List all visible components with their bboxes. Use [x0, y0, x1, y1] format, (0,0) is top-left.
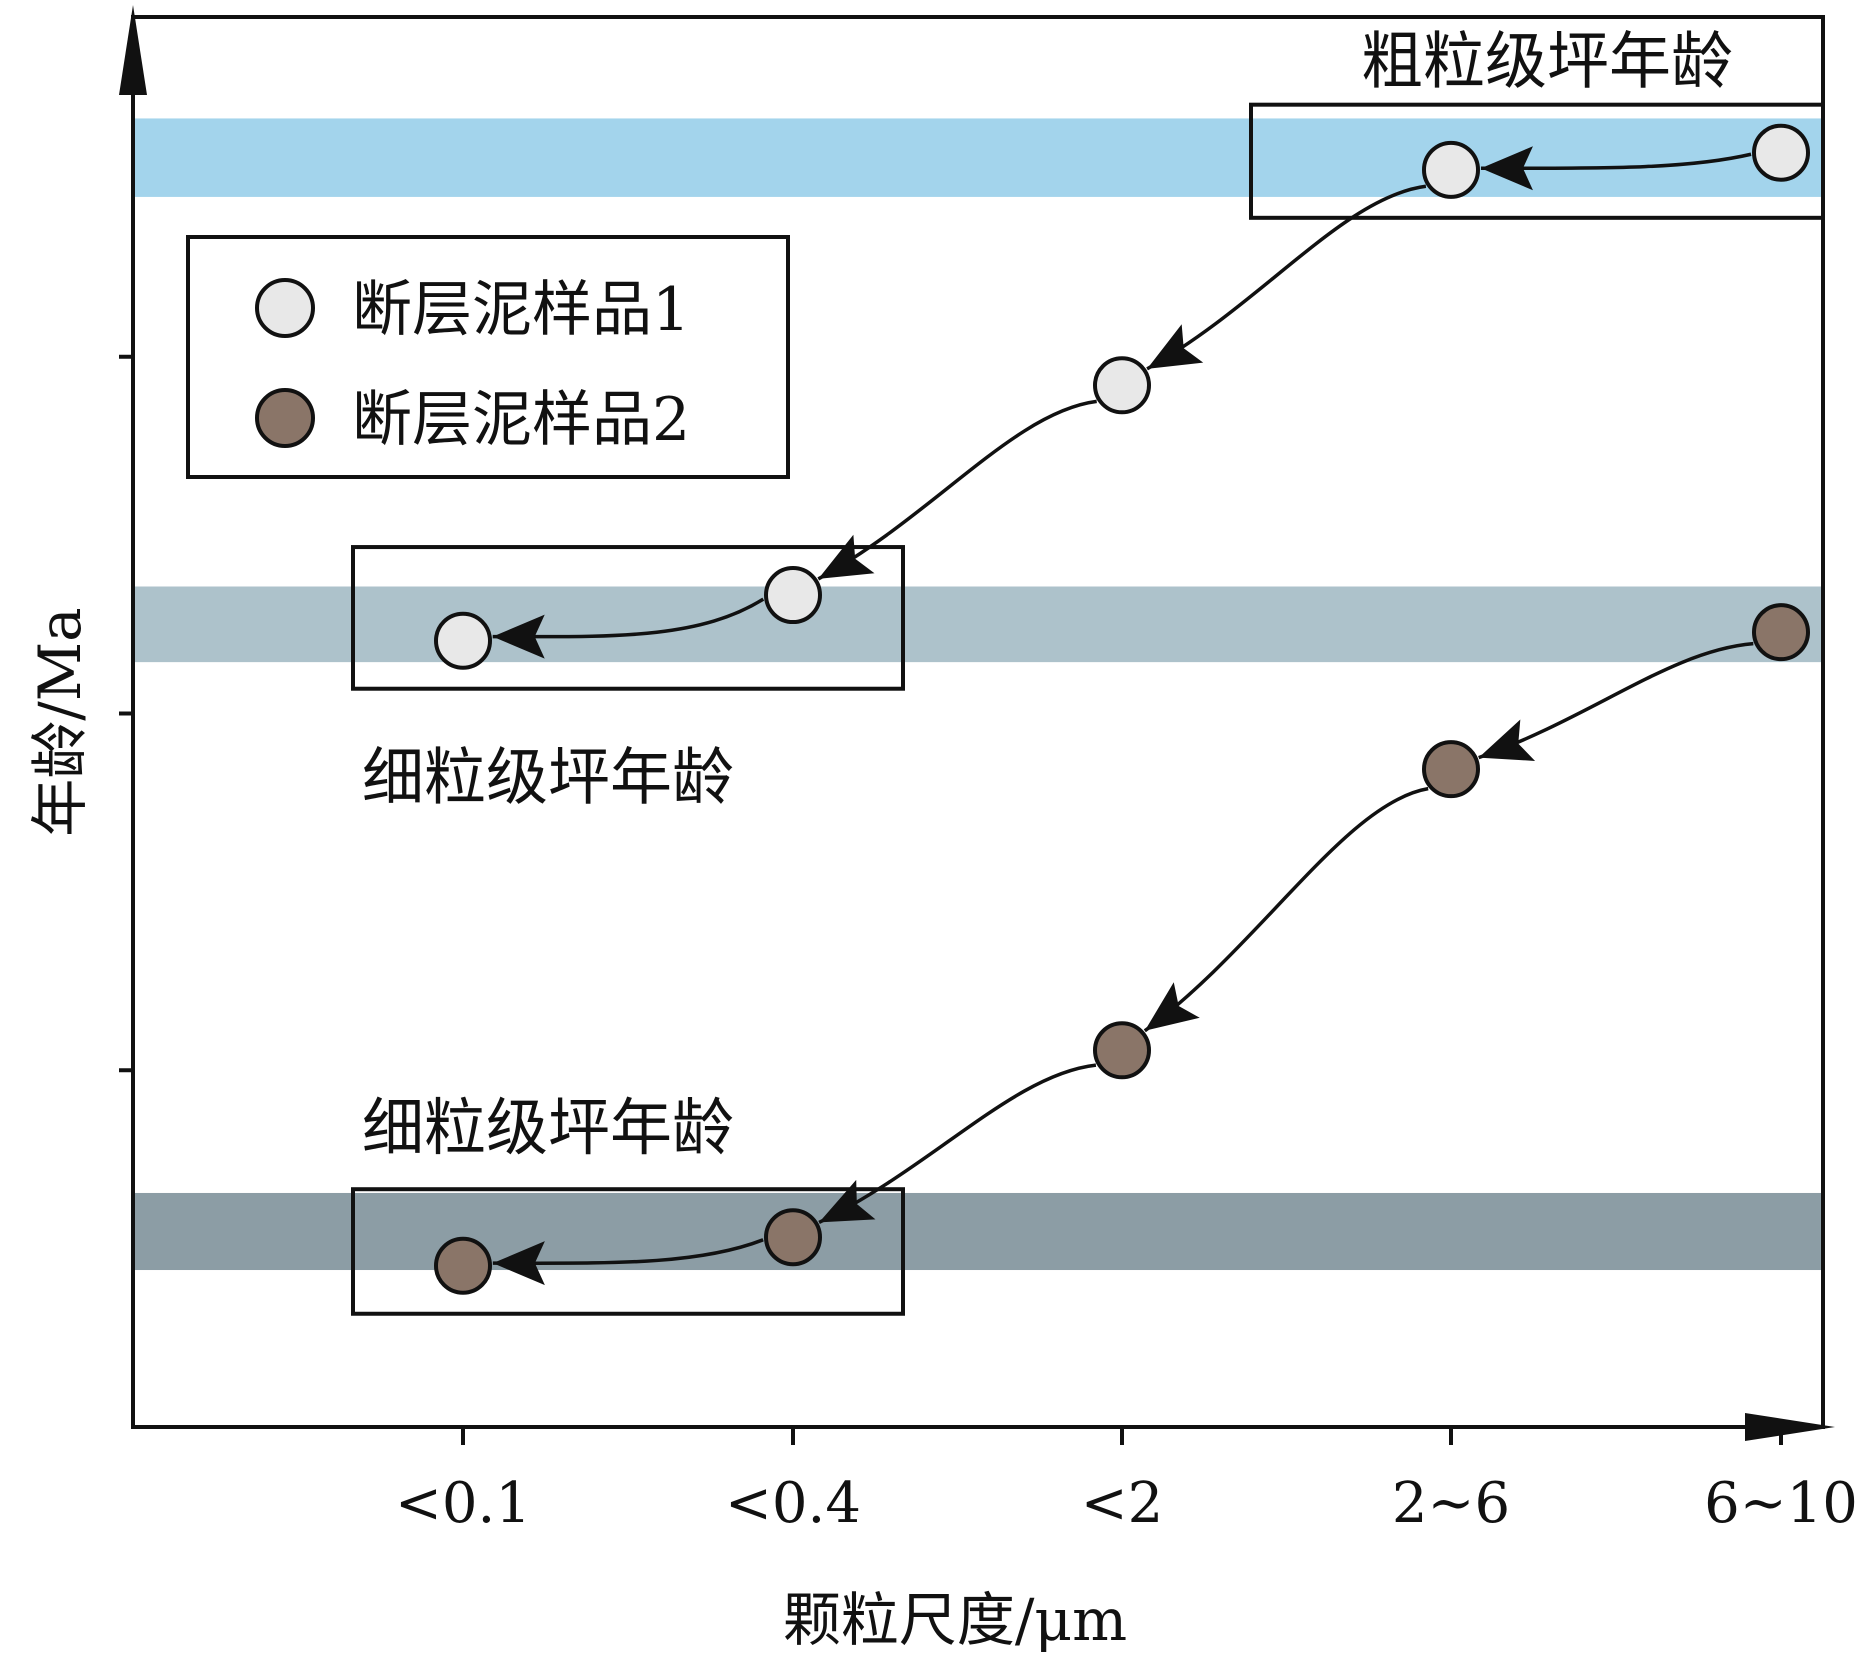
plateau-band-2 — [133, 586, 1823, 663]
annotation-box-3 — [351, 1187, 905, 1316]
x-tick-label: <0.1 — [395, 1471, 531, 1536]
series-2-arrowhead — [1144, 982, 1200, 1031]
legend-label-1: 断层泥样品1 — [352, 275, 690, 345]
annotation-boxes — [351, 102, 1825, 1316]
series-2-arrowhead — [819, 1179, 876, 1223]
x-axis-arrow — [1745, 1413, 1835, 1441]
series-1-point — [1752, 123, 1810, 182]
series-2-arrowhead — [492, 1241, 545, 1286]
legend: 断层泥样品1 断层泥样品2 — [186, 235, 790, 479]
x-tick-label: <2 — [1081, 1471, 1164, 1536]
series-2-point — [1422, 740, 1480, 799]
annotation-label-3: 细粒级坪年龄 — [362, 1091, 734, 1164]
plateau-bands — [133, 118, 1823, 1271]
annotation-label-2: 细粒级坪年龄 — [362, 741, 734, 814]
x-tick-label: 6~10 — [1704, 1471, 1858, 1536]
series-1-segment — [817, 399, 1097, 581]
series-1-segment — [1480, 152, 1752, 171]
series-1-point — [1093, 356, 1151, 415]
series-1-arrowhead — [1480, 146, 1533, 191]
series-2-segment — [1143, 786, 1429, 1033]
x-tick-label: <0.4 — [725, 1471, 861, 1536]
series-curves — [492, 146, 1754, 1286]
legend-label-2: 断层泥样品2 — [352, 385, 690, 455]
series-1-point — [764, 566, 822, 625]
series-1-point — [434, 611, 492, 670]
annotation-box-2 — [351, 545, 905, 691]
series-2-segment — [818, 1063, 1097, 1224]
x-axis-title: 颗粒尺度/μm — [783, 1586, 1127, 1654]
series-1-arrowhead — [492, 614, 545, 659]
y-axis-title: 年龄/Ma — [26, 607, 94, 837]
series-2-point — [434, 1236, 492, 1295]
series-2-segment — [492, 1238, 764, 1265]
x-tick-label: 2~6 — [1392, 1471, 1510, 1536]
series-1-segment — [492, 597, 765, 639]
series-1-point — [1422, 140, 1480, 199]
y-axis-arrow — [119, 5, 147, 95]
series-2-point — [1752, 603, 1810, 662]
plateau-band-3 — [133, 1192, 1823, 1271]
plot-frame — [131, 15, 1825, 1429]
y-axis — [119, 5, 1835, 1441]
annotation-box-1 — [1249, 102, 1825, 220]
series-2-point — [764, 1208, 822, 1267]
legend-box — [186, 235, 790, 479]
series-1-arrowhead — [818, 534, 875, 579]
series-2-point — [1093, 1021, 1151, 1080]
series-1-arrowhead — [1147, 324, 1204, 369]
legend-marker-2 — [255, 388, 315, 448]
annotation-label-1: 粗粒级坪年龄 — [1361, 25, 1733, 98]
series-2-arrowhead — [1478, 719, 1536, 761]
data-points — [434, 123, 1810, 1295]
x-axis: <0.1 <0.4 <2 2~6 6~10 — [395, 1427, 1858, 1536]
plateau-band-1 — [133, 118, 1823, 197]
series-2-segment — [1478, 641, 1754, 760]
legend-marker-1 — [255, 278, 315, 338]
series-1-segment — [1146, 184, 1427, 371]
